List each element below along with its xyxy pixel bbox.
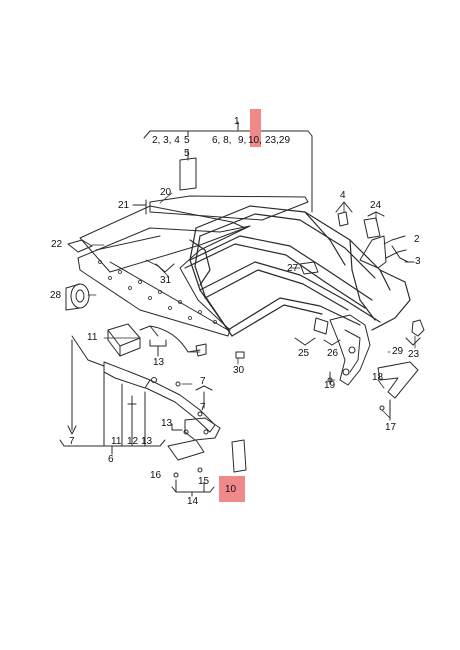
- callout-7-right: 7: [200, 376, 206, 387]
- callout-7-left: 7: [69, 436, 75, 447]
- callout-25: 25: [298, 348, 310, 359]
- callout-29: 29: [392, 346, 404, 357]
- callout-24: 24: [370, 200, 382, 211]
- callout-13-right: 13: [161, 418, 173, 429]
- part-21-screw: [132, 199, 147, 215]
- callout-1-bracket: [143, 121, 313, 213]
- roof-frame: [184, 205, 411, 337]
- callout-13-upper: 13: [153, 357, 165, 368]
- callout-26: 26: [327, 348, 339, 359]
- callout-11-lower: 11: [111, 436, 122, 447]
- part-11-control-unit: [107, 323, 207, 357]
- callout-10: 10: [225, 484, 237, 495]
- callout-19: 19: [324, 380, 336, 391]
- callout-12: 12: [127, 436, 139, 447]
- callout-6: 6: [108, 454, 114, 465]
- callout-1-row2-c: 10,: [248, 135, 262, 146]
- highlight-part-10-bottom: [219, 476, 245, 502]
- callout-17: 17: [385, 422, 397, 433]
- callout-3: 3: [415, 256, 421, 267]
- callout-4: 4: [340, 190, 346, 201]
- highlight-part-10-top: [250, 109, 261, 147]
- part-27-label: [299, 261, 319, 275]
- fork-26: [323, 339, 341, 346]
- callout-13-lower: 13: [141, 436, 153, 447]
- callout-1-row1: 2, 3, 4: [152, 135, 180, 146]
- callout-11-upper: 11: [87, 332, 98, 343]
- callout-2: 2: [414, 234, 420, 245]
- fork-13-upper: [149, 339, 167, 357]
- fork-4: [335, 201, 353, 213]
- tree-14: [171, 479, 215, 497]
- callout-5: 5: [184, 148, 190, 159]
- fork-25: [294, 337, 316, 346]
- callout-16: 16: [150, 470, 162, 481]
- callout-30: 30: [233, 365, 245, 376]
- callout-1-row2-a: 6, 8,: [212, 135, 232, 146]
- part-28-tape: [65, 283, 90, 311]
- callout-28: 28: [50, 290, 62, 301]
- callout-21: 21: [118, 200, 130, 211]
- part-30-pin: [235, 351, 245, 359]
- callout-1-row2-d: 23,29: [265, 135, 291, 146]
- callout-27: 27: [287, 263, 299, 274]
- tree-6: [59, 339, 166, 455]
- fork-31: [155, 263, 175, 273]
- right-side-frame-lines: [385, 249, 415, 263]
- part-22-bracket: [67, 239, 93, 253]
- callout-31: 31: [160, 275, 172, 286]
- callout-14: 14: [187, 496, 199, 507]
- fork-7-right: [195, 385, 213, 409]
- callout-1: 1: [234, 116, 240, 127]
- callout-7-mid: 7: [200, 402, 206, 413]
- callout-15: 15: [198, 476, 210, 487]
- callout-1-row1-5: 5: [184, 135, 190, 146]
- fork-23: [405, 337, 421, 346]
- roof-panel: [77, 195, 309, 337]
- fork-13-right: [171, 423, 183, 431]
- fork-24: [367, 211, 385, 217]
- callout-23: 23: [408, 349, 420, 360]
- callout-1-row2-b: 9,: [238, 135, 247, 146]
- callout-20: 20: [160, 187, 172, 198]
- callout-18: 18: [372, 372, 384, 383]
- callout-22: 22: [51, 239, 63, 250]
- part-5-pad: [179, 157, 197, 191]
- fold-mechanism: [313, 211, 425, 399]
